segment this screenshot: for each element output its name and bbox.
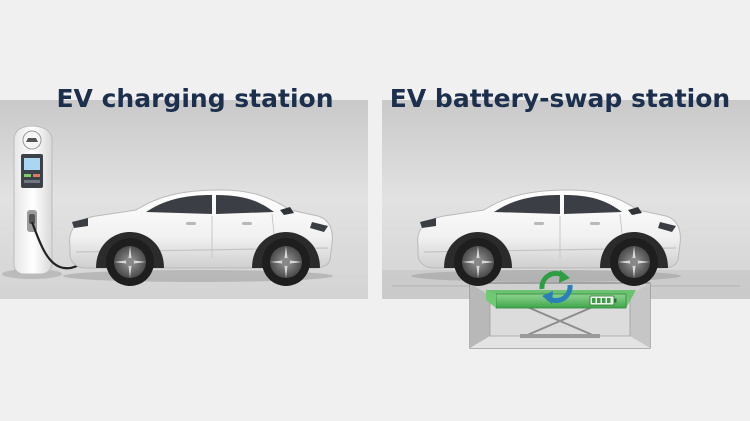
battery-swap-panel <box>382 100 750 349</box>
battery-swap-station-title: EV battery-swap station <box>389 84 731 113</box>
swap-arrows-icon <box>539 270 573 304</box>
charging-station-title: EV charging station <box>56 84 334 113</box>
charging-station-icon <box>2 125 62 279</box>
charging-panel <box>0 100 368 299</box>
